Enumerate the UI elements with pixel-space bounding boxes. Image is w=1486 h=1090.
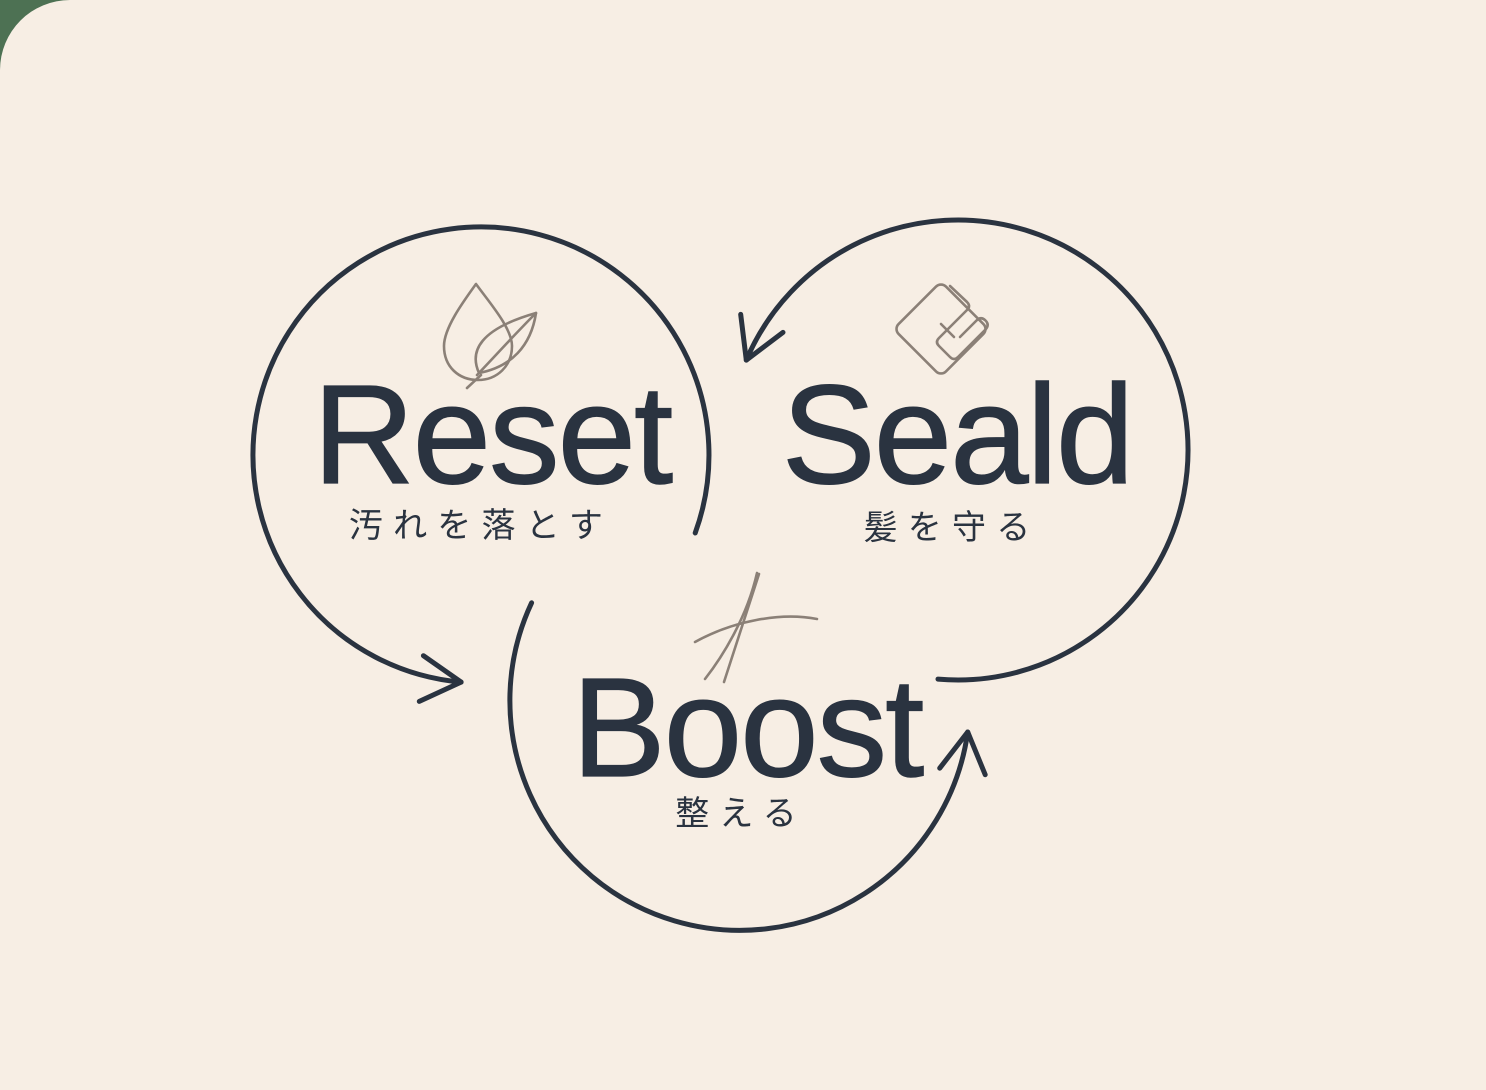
seald-circle-arc bbox=[743, 217, 1191, 683]
step-label-seald: Seald bbox=[781, 355, 1135, 513]
step-subtitle-seald: 髪を守る bbox=[863, 508, 1041, 548]
reset-circle-arc bbox=[250, 224, 712, 685]
seald-arrowhead-icon bbox=[738, 311, 786, 363]
step-label-boost: Boost bbox=[571, 648, 925, 806]
step-label-reset: Reset bbox=[312, 355, 674, 513]
step-subtitle-boost: 整える bbox=[675, 794, 807, 834]
boost-circle-arc bbox=[507, 600, 971, 933]
leaf-drop-icon bbox=[442, 282, 538, 390]
step-subtitle-reset: 汚れを落とす bbox=[348, 506, 614, 546]
seal-diamond-icon bbox=[895, 283, 989, 375]
hair-strands-icon bbox=[693, 571, 819, 684]
reset-arrowhead-icon bbox=[416, 653, 464, 704]
boost-arrowhead-icon bbox=[937, 729, 988, 778]
